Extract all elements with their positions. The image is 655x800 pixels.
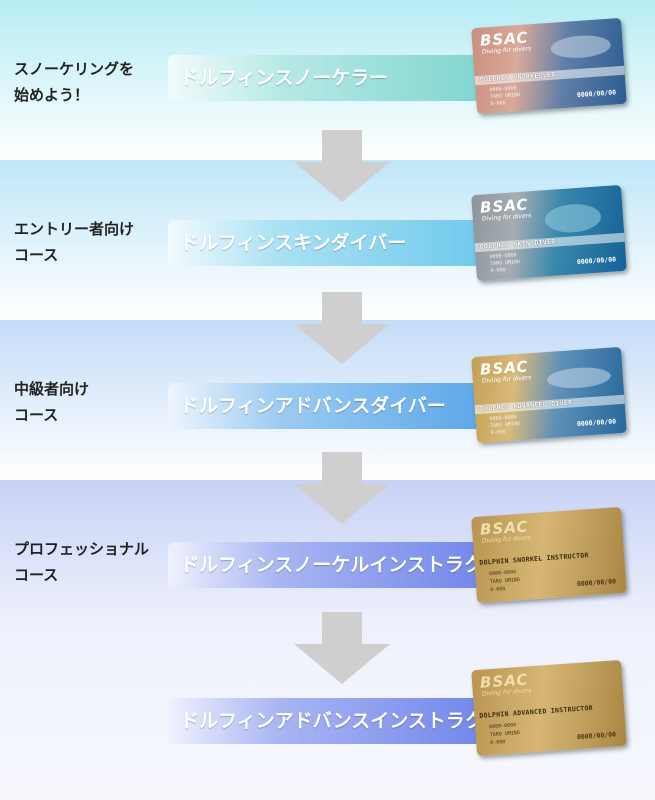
down-arrow-icon <box>294 612 390 684</box>
course-dolphin-snorkeller[interactable]: ドルフィンスノーケラー <box>168 55 488 101</box>
certification-card-advanced-diver: BSAC Diving for divers DOLPHIN ADVANCED … <box>471 346 627 444</box>
section-label-snorkelling: スノーケリングを 始めよう！ <box>14 60 135 104</box>
course-dolphin-advanced-diver[interactable]: ドルフィンアドバンスダイバー <box>168 383 488 429</box>
certification-card-snorkel-instructor: BSAC Diving for divers DOLPHIN SNORKEL I… <box>471 506 627 604</box>
card-date: 0000/00/00 <box>576 417 617 429</box>
card-date: 0000/00/00 <box>576 255 617 267</box>
card-title: DOLPHIN ADVANCED INSTRUCTOR <box>479 703 594 720</box>
card-holder: TARO UMINO <box>489 92 521 101</box>
dolphin-icon <box>545 204 601 233</box>
section-label-entry: エントリー者向け コース <box>14 220 135 264</box>
card-date: 0000/00/00 <box>576 577 617 589</box>
section-label-professional: プロフェッショナル コース <box>14 540 150 584</box>
certification-card-skin-diver: BSAC Diving for divers DOLPHIN SKIN DIVE… <box>471 184 627 282</box>
dolphin-icon <box>546 367 611 389</box>
section-label-intermediate: 中級者向け コース <box>14 380 90 424</box>
card-holder: TARO UMINO <box>489 577 520 586</box>
card-id: 0-000 <box>490 586 506 594</box>
card-holder: TARO UMINO <box>489 421 521 430</box>
card-id: 0-000 <box>490 100 506 108</box>
course-dolphin-skin-diver[interactable]: ドルフィンスキンダイバー <box>168 220 488 266</box>
card-holder: TARO UMINO <box>489 730 520 739</box>
card-title: DOLPHIN ADVANCED DIVER <box>479 398 573 413</box>
down-arrow-icon <box>294 292 390 364</box>
card-number: 0000-0000 <box>488 569 517 578</box>
course-dolphin-snorkel-instructor[interactable]: ドルフィンスノーケルインストラクター <box>168 542 488 588</box>
certification-card-advanced-instructor: BSAC Diving for divers DOLPHIN ADVANCED … <box>471 659 627 757</box>
card-title: DOLPHIN SNORKEL INSTRUCTOR <box>479 551 589 567</box>
course-dolphin-advanced-instructor[interactable]: ドルフィンアドバンスインストラクター <box>168 698 488 744</box>
card-date: 0000/00/00 <box>576 730 617 742</box>
card-holder: TARO UMINO <box>489 259 521 268</box>
dolphin-icon <box>550 35 611 58</box>
card-id: 0-000 <box>490 267 506 275</box>
card-id: 0-000 <box>490 429 506 437</box>
card-id: 0-000 <box>490 739 506 747</box>
down-arrow-icon <box>294 130 390 202</box>
card-date: 0000/00/00 <box>576 88 617 100</box>
card-number: 0000-0000 <box>488 722 517 731</box>
down-arrow-icon <box>294 452 390 524</box>
certification-card-snorkeller: BSAC Diving for divers DOLPHIN SNORKELLE… <box>471 17 627 115</box>
